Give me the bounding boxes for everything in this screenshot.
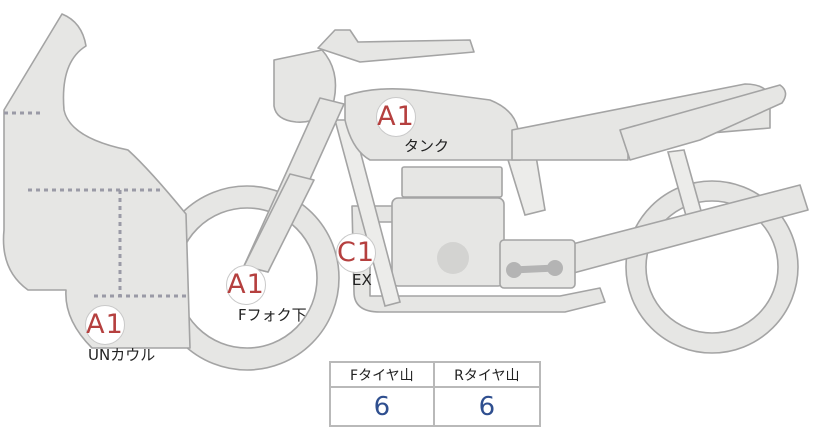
footpeg-rear <box>547 260 563 276</box>
marker-tank-label: タンク <box>404 137 450 155</box>
fork-lower <box>243 173 315 273</box>
marker-ex-code: C1 <box>336 233 376 273</box>
tire-tread-table: Fタイヤ山 Rタイヤ山 6 6 <box>329 361 542 427</box>
tail-cowl <box>619 84 787 161</box>
front-tire-value: 6 <box>329 386 435 427</box>
handlebar <box>317 29 475 63</box>
rear-tire-header: Rタイヤ山 <box>432 361 542 388</box>
marker-fork-label: Fフォク下 <box>238 306 307 324</box>
marker-fork-code: A1 <box>226 265 266 305</box>
engine-cover <box>437 242 469 274</box>
rear-tire-value: 6 <box>432 386 542 427</box>
marker-cowl-label: UNカウル <box>88 346 156 364</box>
marker-tank-code: A1 <box>376 97 416 137</box>
front-tire-header: Fタイヤ山 <box>329 361 435 388</box>
engine-head <box>401 166 503 198</box>
footpeg <box>506 262 522 278</box>
marker-cowl-code: A1 <box>85 305 125 345</box>
upper-cowl <box>2 13 191 349</box>
marker-ex-label: EX <box>352 271 372 289</box>
